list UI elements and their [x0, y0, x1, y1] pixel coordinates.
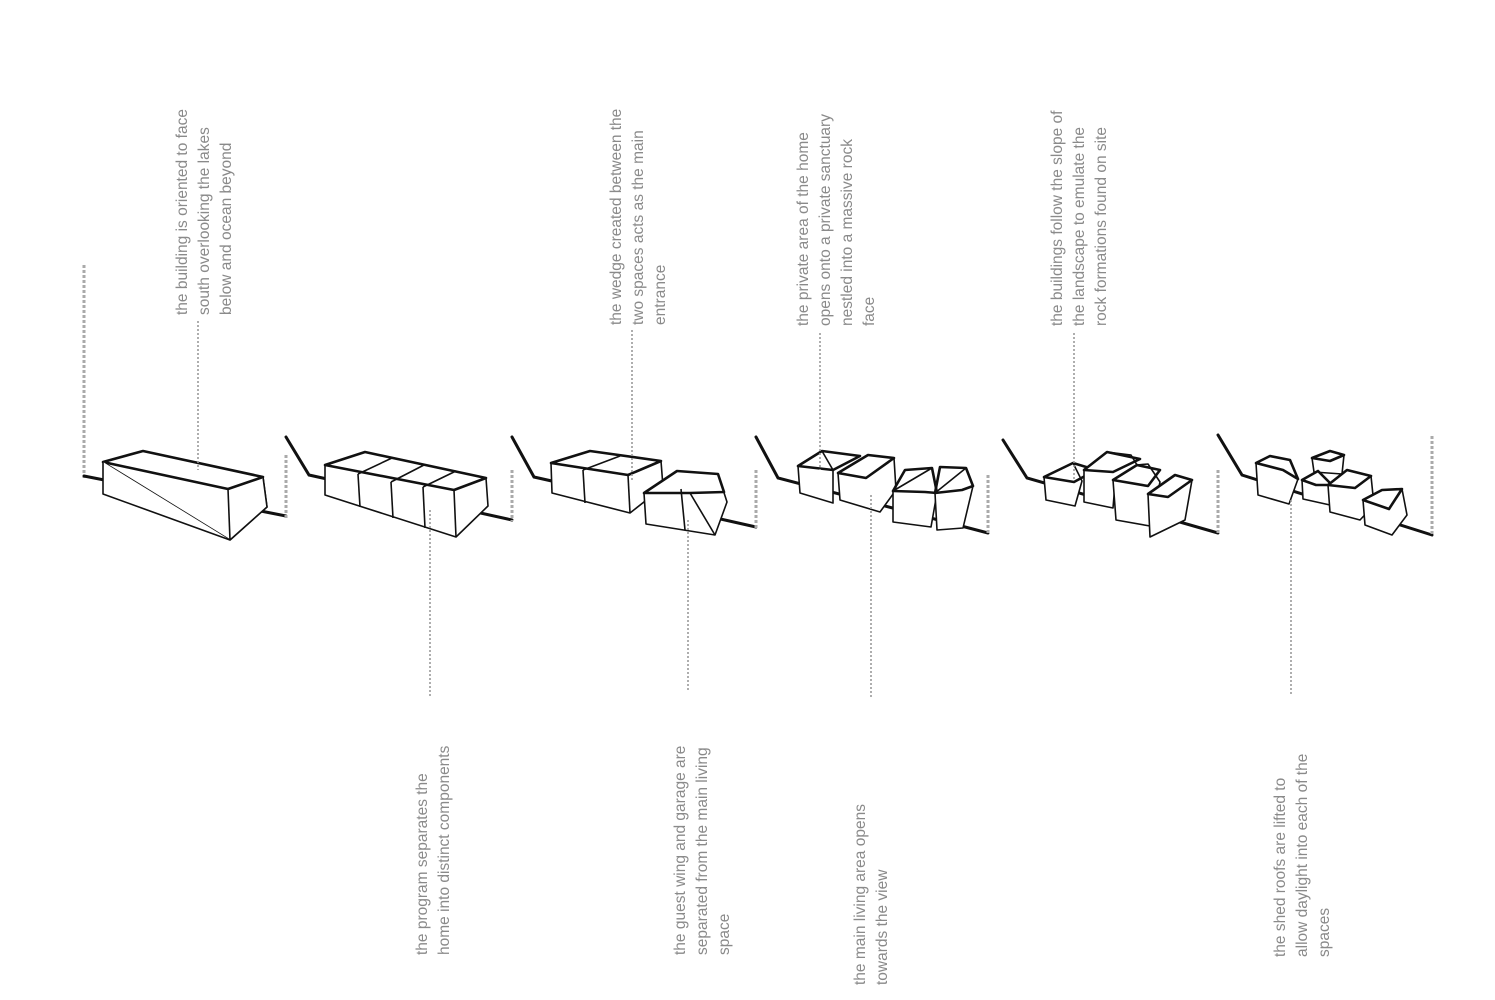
annotations: the building is oriented to face south o…: [174, 104, 1333, 985]
massing-separated: [796, 449, 975, 531]
leader-lines: [197, 321, 1292, 698]
massing-shed-roofs: [1254, 449, 1408, 536]
massing-four-components: [323, 450, 489, 538]
note-8: the shed roofs are lifted to allow dayli…: [1272, 749, 1333, 957]
note-5: the private area of the home opens onto …: [795, 110, 878, 326]
note-4: the guest wing and garage are separated …: [672, 741, 733, 955]
note-7: the buildings follow the slope of the la…: [1049, 106, 1110, 326]
site-lines: [82, 265, 1434, 537]
note-3: the wedge created between the two spaces…: [608, 104, 669, 325]
massing-single-block: [101, 449, 268, 541]
note-1: the building is oriented to face south o…: [174, 105, 235, 315]
note-6: the main living area opens towards the v…: [852, 800, 891, 985]
note-2: the program separates the home into dist…: [414, 745, 453, 955]
massing-wedge: [549, 449, 728, 536]
massing-slope: [1042, 450, 1194, 538]
